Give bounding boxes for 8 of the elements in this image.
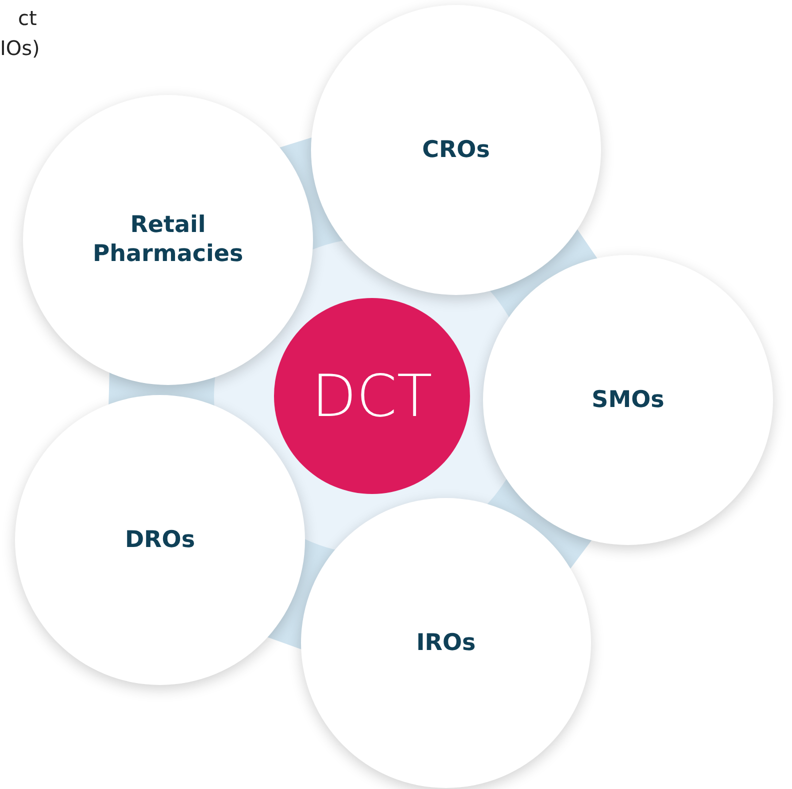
node-label: IROs <box>416 628 476 658</box>
node-label: DCT <box>312 362 432 430</box>
partial-text: IOs) <box>0 36 40 60</box>
node-label: SMOs <box>592 386 664 414</box>
node-label: DROs <box>124 526 196 554</box>
node-label: CROs <box>422 136 490 164</box>
partial-text: ct <box>18 6 37 30</box>
node-label: Retail Pharmacies <box>92 211 244 269</box>
